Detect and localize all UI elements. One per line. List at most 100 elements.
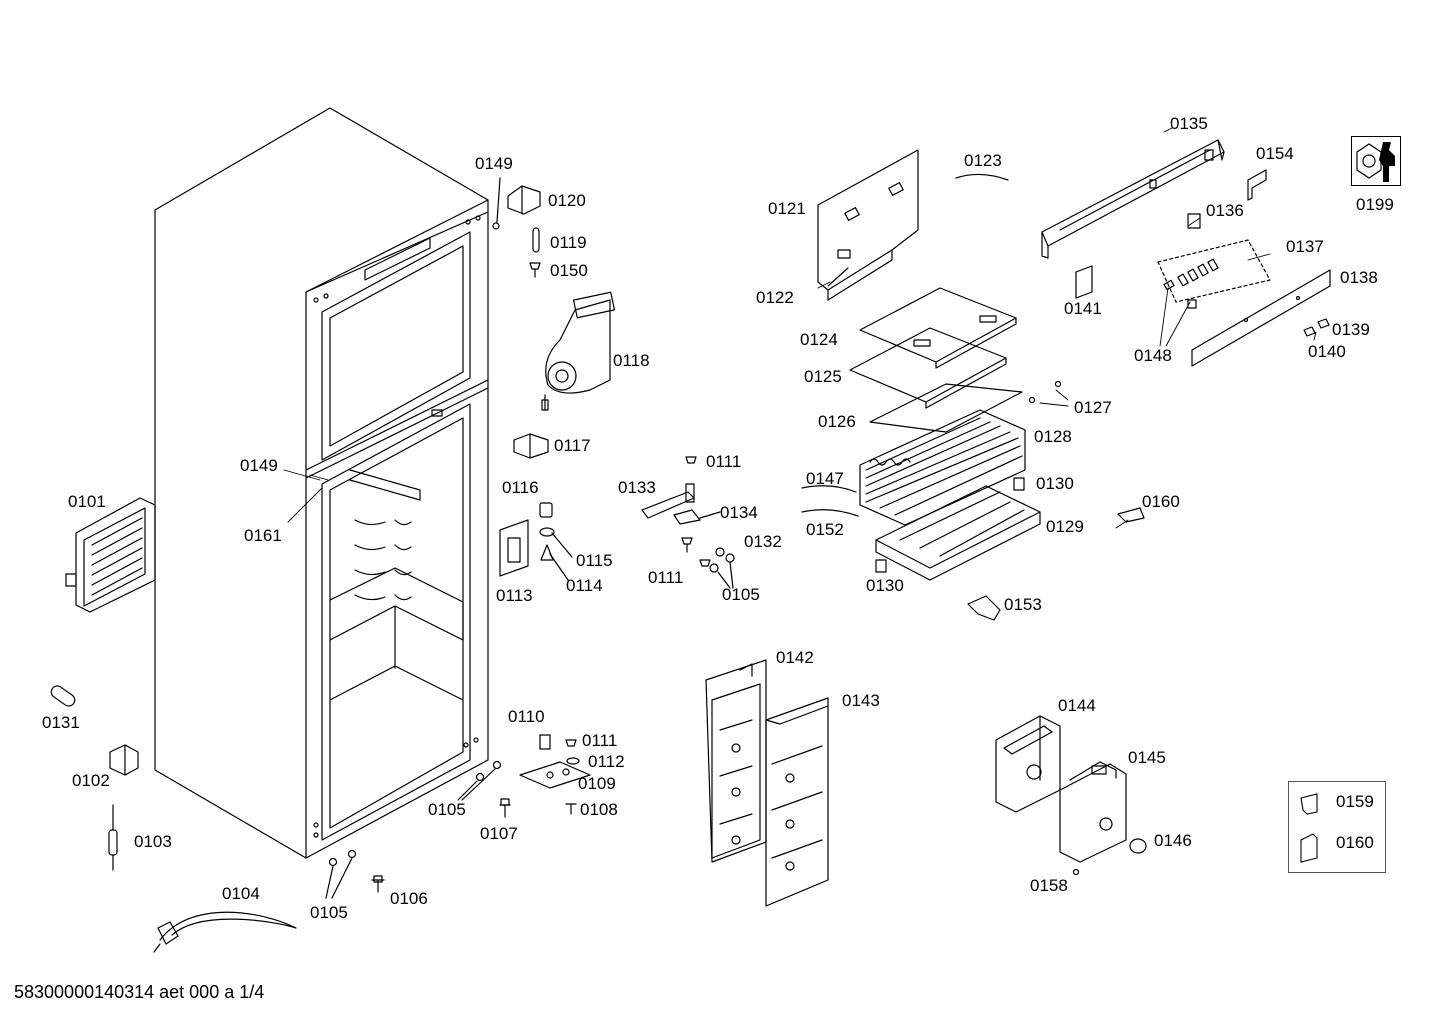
callout-0105-left: 0105 [428, 800, 466, 819]
callout-0159: 0159 [1336, 792, 1374, 811]
callout-0144: 0144 [1058, 696, 1096, 715]
callout-0114: 0114 [566, 576, 603, 595]
callout-0136: 0136 [1206, 201, 1244, 220]
lamp-holder-0117 [513, 433, 549, 459]
callout-0118: 0118 [613, 351, 650, 370]
evaporator-0128 [859, 380, 1062, 526]
callout-0125: 0125 [804, 367, 842, 386]
callout-0130-right: 0130 [1036, 474, 1074, 493]
callout-0132: 0132 [744, 532, 782, 551]
callout-0150: 0150 [550, 261, 588, 280]
fan-assembly-0118 [541, 291, 616, 411]
callout-0127: 0127 [1074, 398, 1112, 417]
switch-0136 [1187, 213, 1201, 229]
callout-0108: 0108 [580, 800, 618, 819]
cover-0142 [705, 659, 767, 863]
callout-0145: 0145 [1128, 748, 1166, 767]
callout-0140: 0140 [1308, 342, 1346, 361]
callout-0148: 0148 [1134, 346, 1172, 365]
callout-0158: 0158 [1030, 876, 1068, 895]
callout-0146: 0146 [1154, 831, 1192, 850]
callout-0124: 0124 [800, 330, 838, 349]
thermostat-sensor-0103 [108, 804, 118, 871]
cover-0143 [765, 697, 829, 907]
callout-0149-mid: 0149 [240, 456, 278, 475]
power-cord-0104 [153, 911, 297, 953]
callout-0139: 0139 [1332, 320, 1370, 339]
accessory-legend-box [1288, 781, 1386, 873]
callout-0106: 0106 [390, 889, 428, 908]
lamp-cover-0145 [1059, 761, 1127, 863]
thermostat-bracket-0133-0134 [641, 456, 735, 589]
door-hinge-bottom-0109-0112 [519, 734, 591, 815]
callout-0119: 0119 [550, 233, 587, 252]
callout-0110: 0110 [508, 707, 545, 726]
drip-tray-0129 [875, 477, 1041, 581]
callout-0126: 0126 [818, 412, 856, 431]
callout-0105-mid: 0105 [722, 585, 760, 604]
callout-0137: 0137 [1286, 237, 1324, 256]
callout-0199: 0199 [1356, 195, 1394, 214]
callout-0138: 0138 [1340, 268, 1378, 287]
accessory-icons [1300, 793, 1318, 863]
rear-cover-0121 [817, 149, 919, 301]
callout-0111-upper: 0111 [706, 452, 742, 471]
callout-0115: 0115 [576, 551, 613, 570]
callout-0152: 0152 [806, 520, 844, 539]
callout-0129: 0129 [1046, 517, 1084, 536]
callout-0109: 0109 [578, 774, 616, 793]
buttons-0137 [1157, 239, 1271, 309]
callout-0105-bottom: 0105 [310, 903, 348, 922]
callout-0141: 0141 [1064, 299, 1102, 318]
wire-0123 [955, 173, 1009, 181]
callout-0160-right: 0160 [1142, 492, 1180, 511]
callout-0113: 0113 [496, 586, 533, 605]
callout-0111-mid: 0111 [648, 568, 684, 587]
callout-0120: 0120 [548, 191, 586, 210]
callout-0123: 0123 [964, 151, 1002, 170]
knob-0146 [1072, 838, 1147, 876]
callout-0130-left: 0130 [866, 576, 904, 595]
control-panel-0135 [1041, 139, 1225, 259]
wires-0147-0152 [801, 485, 859, 517]
lamp-housing-0144 [995, 715, 1061, 813]
callout-0161: 0161 [244, 526, 282, 545]
bushing-0131 [50, 685, 76, 707]
callout-0121: 0121 [768, 199, 806, 218]
cabinet-drawing [154, 107, 489, 859]
callout-0104: 0104 [222, 884, 260, 903]
hinge-parts [492, 177, 541, 278]
callout-0101: 0101 [68, 492, 106, 511]
switch-parts-0113-0116 [499, 502, 573, 581]
callout-0131: 0131 [42, 713, 80, 732]
callout-0142: 0142 [776, 648, 814, 667]
callout-0134: 0134 [720, 503, 758, 522]
trim-0138 [1191, 269, 1331, 367]
leader-lines [283, 127, 1317, 529]
callout-0116: 0116 [502, 478, 539, 497]
document-code: 58300000140314 aet 000 a 1/4 [14, 982, 265, 1002]
clip-0102 [109, 744, 139, 776]
side-panel-0101 [65, 497, 156, 613]
fasteners-bottom [325, 760, 511, 899]
callout-0147: 0147 [806, 469, 844, 488]
clip-0160-icon [1300, 833, 1318, 863]
callout-0112: 0112 [588, 752, 625, 771]
callout-0153: 0153 [1004, 595, 1042, 614]
heater-parts-0153-0160 [967, 507, 1145, 621]
callout-0133: 0133 [618, 478, 656, 497]
callout-0160-legend: 0160 [1336, 833, 1374, 852]
callout-0103: 0103 [134, 832, 172, 851]
callout-0128: 0128 [1034, 427, 1072, 446]
callout-0107: 0107 [480, 824, 518, 843]
callout-0122: 0122 [756, 288, 794, 307]
callout-0149-top: 0149 [475, 154, 513, 173]
wrench-nut-icon [1351, 136, 1401, 186]
callout-0135: 0135 [1170, 114, 1208, 133]
clips-0139-0141 [1075, 169, 1330, 337]
callout-0143: 0143 [842, 691, 880, 710]
clip-0159-icon [1300, 793, 1318, 815]
callout-0111-lower: 0111 [582, 731, 618, 750]
callout-0102: 0102 [72, 771, 110, 790]
